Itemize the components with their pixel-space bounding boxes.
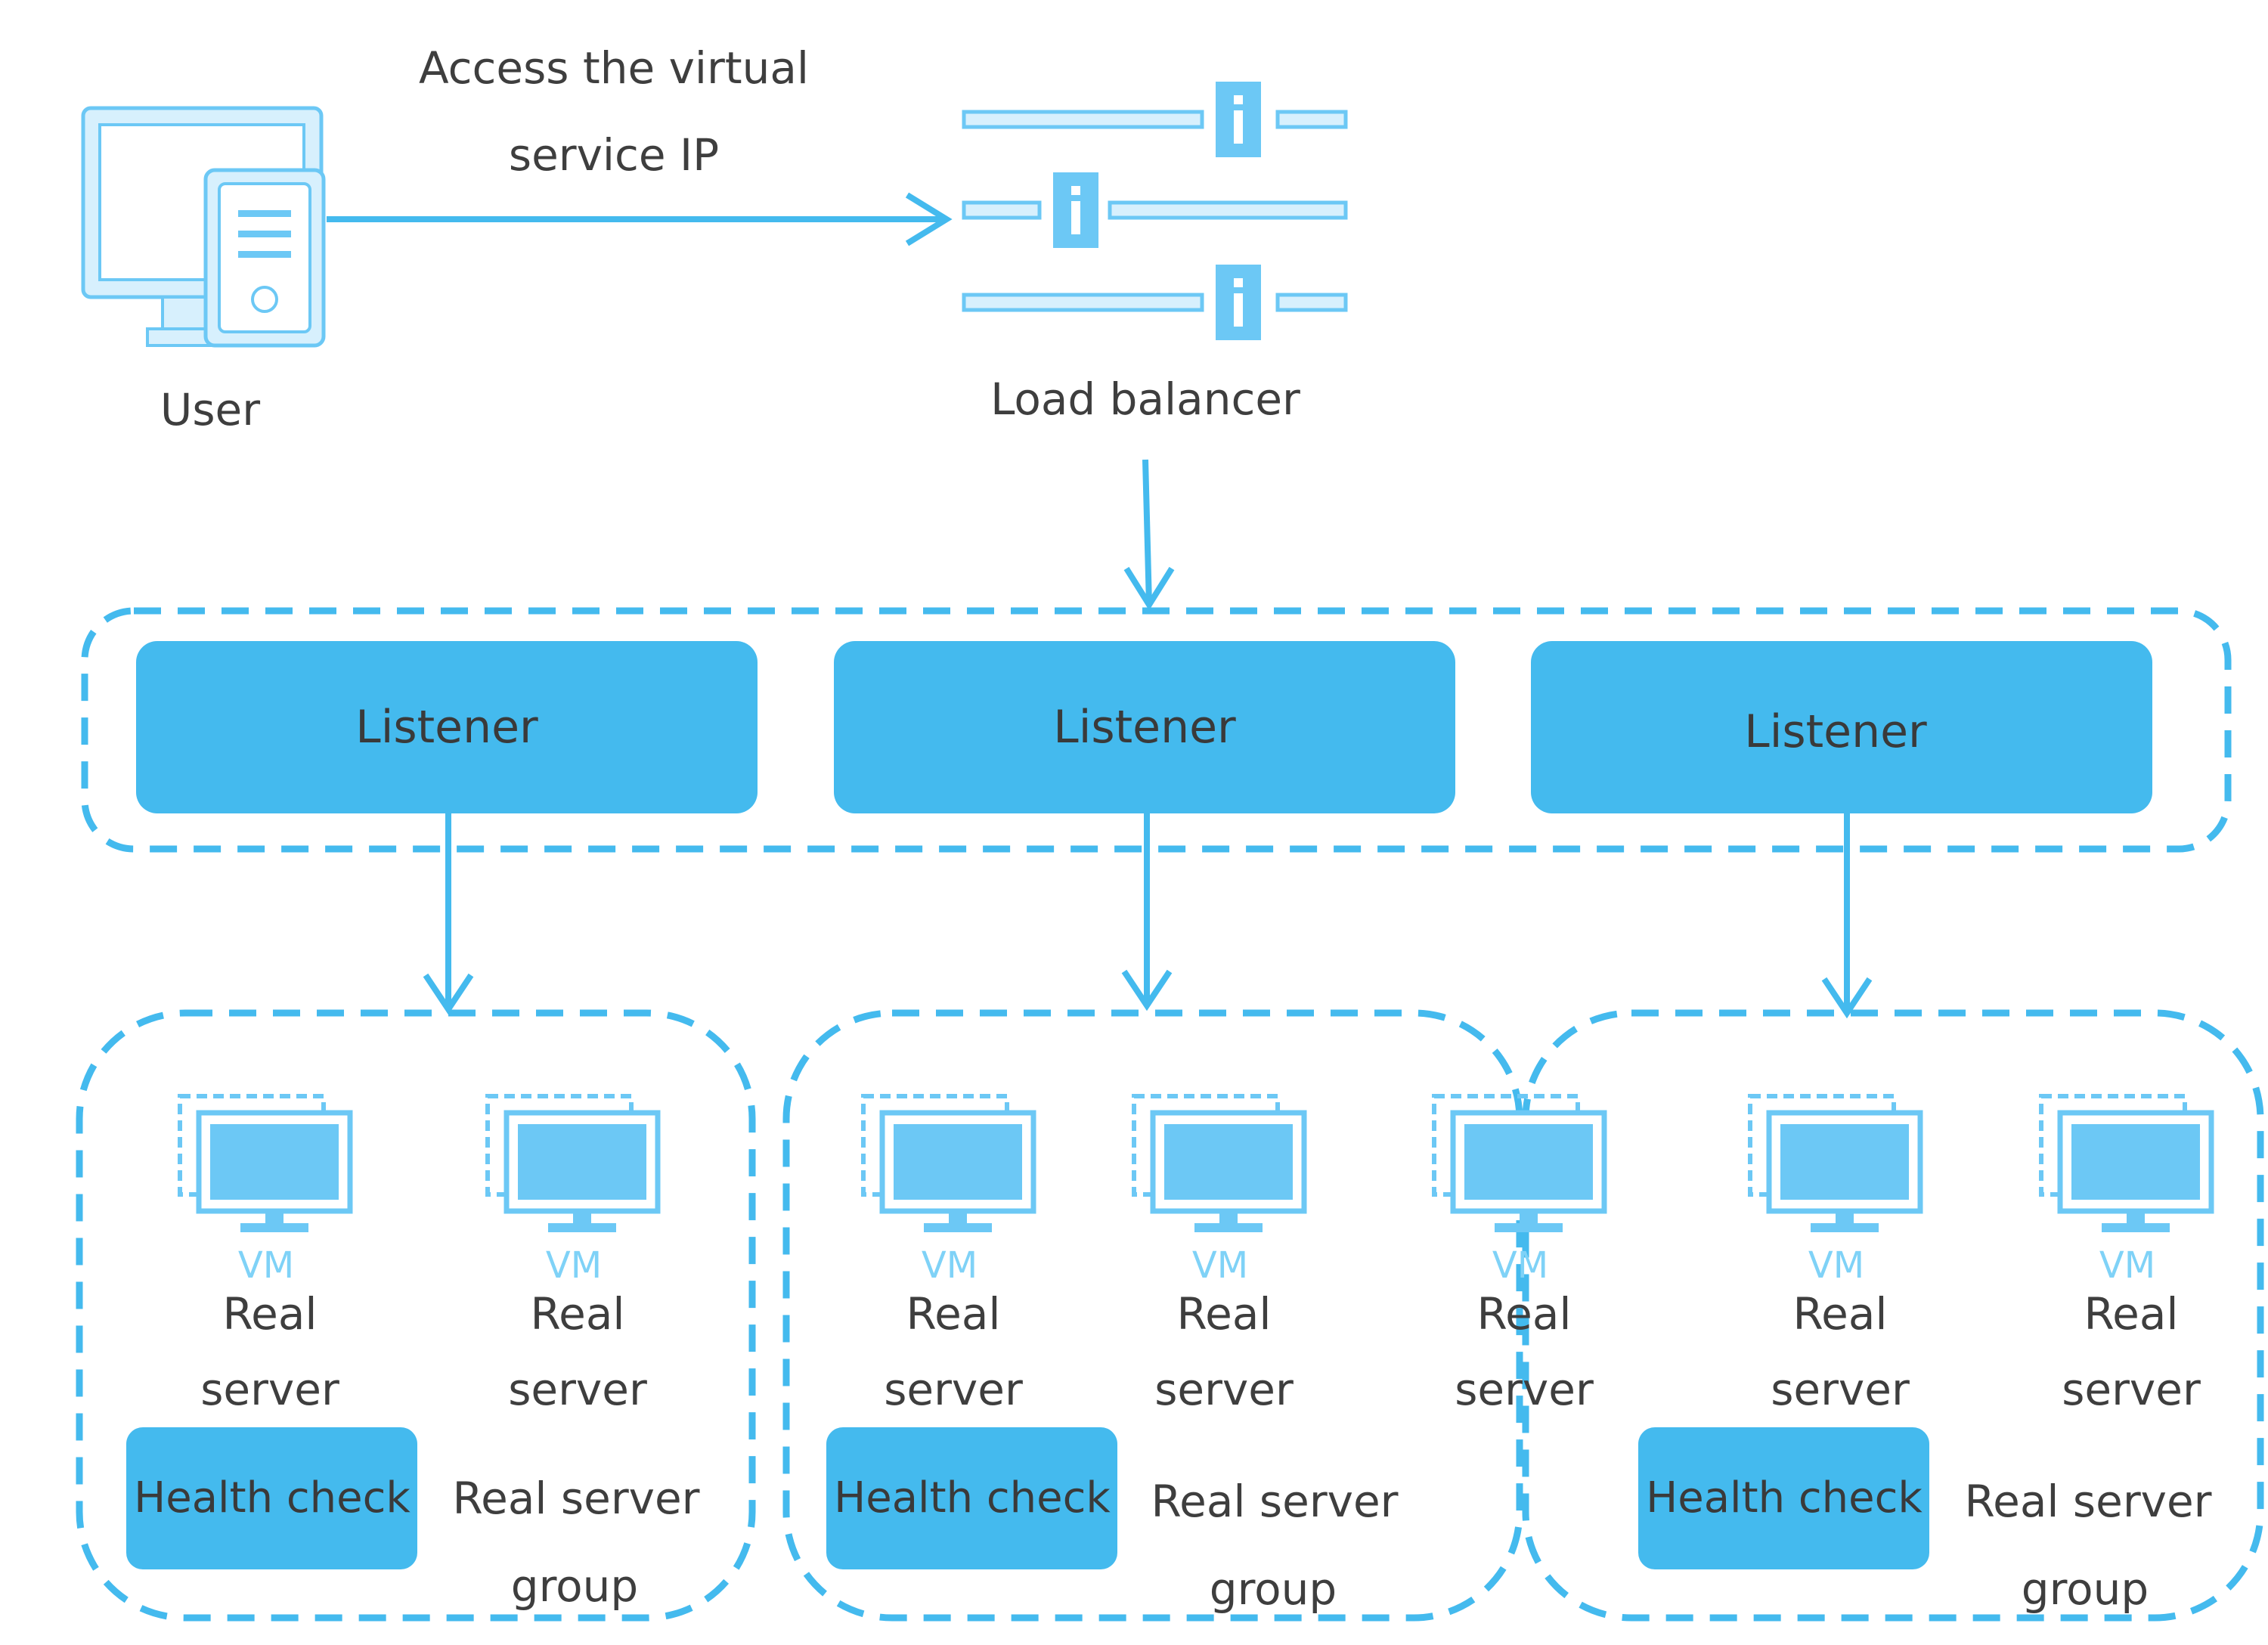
vm-4-server: server bbox=[1154, 1364, 1294, 1415]
group-1-label-line1: Real server bbox=[452, 1473, 699, 1524]
group-2-label-line2: group bbox=[1210, 1563, 1337, 1615]
health-check-2-label: Health check bbox=[834, 1473, 1111, 1523]
group-2-label-line1: Real server bbox=[1151, 1476, 1398, 1527]
vm-5[interactable]: VM Real server bbox=[1434, 1096, 1604, 1415]
vm-2[interactable]: VM Real server bbox=[488, 1096, 658, 1415]
vm-4[interactable]: VM Real server bbox=[1134, 1096, 1304, 1415]
vm-monitor-icon bbox=[863, 1096, 1033, 1232]
load-balancer-icon bbox=[962, 82, 1348, 340]
vm-3[interactable]: VM Real server bbox=[863, 1096, 1033, 1415]
vm-monitor-icon bbox=[488, 1096, 658, 1232]
vm-7-real: Real bbox=[2084, 1288, 2178, 1340]
group-3-label-line2: group bbox=[2022, 1563, 2149, 1615]
health-check-1-label: Health check bbox=[134, 1473, 411, 1523]
vm-monitor-icon bbox=[1134, 1096, 1304, 1232]
vm-2-type: VM bbox=[546, 1244, 602, 1287]
lb-to-listeners-arrow bbox=[1123, 459, 1175, 611]
vm-1-server: server bbox=[200, 1364, 339, 1415]
listener-1-label: Listener bbox=[355, 701, 538, 754]
vm-3-type: VM bbox=[922, 1244, 978, 1287]
access-label-line1: Access the virtual bbox=[419, 42, 809, 94]
vm-6-type: VM bbox=[1808, 1244, 1864, 1287]
group-3-label-line1: Real server bbox=[1964, 1476, 2211, 1527]
listener-1[interactable]: Listener bbox=[136, 641, 758, 813]
listener-container bbox=[81, 607, 2232, 853]
listener-3[interactable]: Listener bbox=[1531, 641, 2152, 813]
vm-1-real: Real bbox=[222, 1288, 317, 1340]
access-arrow bbox=[327, 192, 953, 246]
vm-1[interactable]: VM Real server bbox=[180, 1096, 350, 1415]
vm-6-real: Real bbox=[1792, 1288, 1887, 1340]
vm-2-server: server bbox=[508, 1364, 647, 1415]
listener-2-label: Listener bbox=[1053, 701, 1236, 754]
vm-7-server: server bbox=[2062, 1364, 2201, 1415]
vm-monitor-icon bbox=[180, 1096, 350, 1232]
vm-5-server: server bbox=[1455, 1364, 1594, 1415]
vm-3-real: Real bbox=[906, 1288, 1000, 1340]
user-label: User bbox=[160, 384, 260, 435]
load-balancer-label: Load balancer bbox=[990, 373, 1300, 425]
vm-monitor-icon bbox=[1750, 1096, 1920, 1232]
vm-5-type: VM bbox=[1492, 1244, 1548, 1287]
vm-6[interactable]: VM Real server bbox=[1750, 1096, 1920, 1415]
vm-7[interactable]: VM Real server bbox=[2041, 1096, 2211, 1415]
listener-2[interactable]: Listener bbox=[834, 641, 1455, 813]
health-check-3-label: Health check bbox=[1646, 1473, 1923, 1523]
listener-arrows bbox=[423, 813, 1873, 1019]
vm-monitor-icon bbox=[2041, 1096, 2211, 1232]
vm-4-real: Real bbox=[1176, 1288, 1271, 1340]
vm-4-type: VM bbox=[1192, 1244, 1248, 1287]
user-computer-icon bbox=[81, 106, 326, 348]
access-label-line2: service IP bbox=[509, 129, 719, 181]
vm-7-type: VM bbox=[2099, 1244, 2155, 1287]
vm-6-server: server bbox=[1771, 1364, 1910, 1415]
vm-2-real: Real bbox=[530, 1288, 624, 1340]
vm-1-type: VM bbox=[238, 1244, 294, 1287]
vm-monitor-icon bbox=[1434, 1096, 1604, 1232]
real-server-group-2 bbox=[782, 1009, 1523, 1622]
vm-5-real: Real bbox=[1476, 1288, 1571, 1340]
real-server-group-3 bbox=[1522, 1009, 2264, 1622]
listener-3-label: Listener bbox=[1744, 705, 1927, 758]
group-1-label-line2: group bbox=[511, 1560, 638, 1612]
real-server-group-1 bbox=[76, 1009, 756, 1622]
health-check-1[interactable]: Health check bbox=[126, 1427, 417, 1569]
vm-3-server: server bbox=[884, 1364, 1023, 1415]
health-check-2[interactable]: Health check bbox=[826, 1427, 1117, 1569]
health-check-3[interactable]: Health check bbox=[1638, 1427, 1929, 1569]
